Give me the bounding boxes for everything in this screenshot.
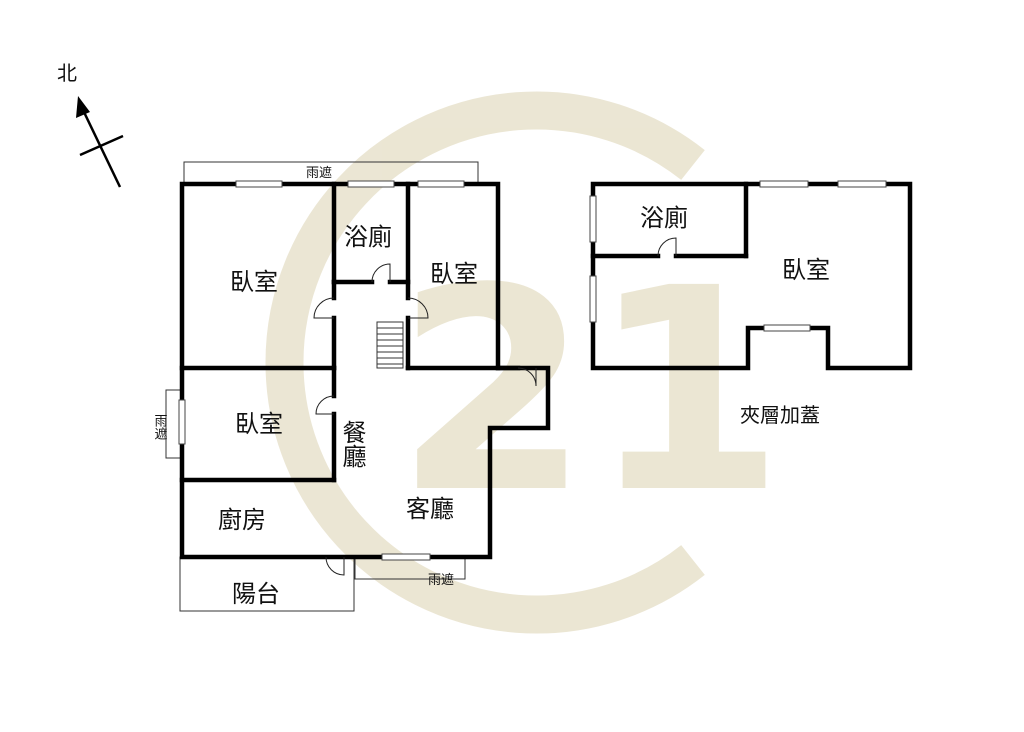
room-bedroom-n: 臥室: [430, 260, 478, 288]
room-kitchen: 廚房: [218, 506, 266, 534]
window: [235, 180, 283, 188]
window: [178, 399, 186, 445]
mezzanine-floor: 浴廁 臥室 夾層加蓋: [589, 180, 913, 427]
canopy-top-label: 雨遮: [306, 165, 332, 181]
canopy-left-label: 雨遮: [152, 414, 168, 440]
room-living: 客廳: [406, 495, 454, 523]
room-dining: 餐廳: [338, 420, 366, 468]
mezz-caption: 夾層加蓋: [740, 403, 820, 427]
window: [347, 180, 395, 188]
window: [763, 324, 811, 332]
door-swing: [313, 297, 335, 319]
door-swing: [325, 556, 345, 576]
main-outer-wall: [179, 181, 551, 560]
mezz-outer-wall: [590, 181, 913, 371]
window: [417, 180, 465, 188]
mezz-room-bathroom: 浴廁: [640, 204, 688, 232]
window: [837, 180, 887, 188]
room-balcony: 陽台: [232, 580, 280, 608]
room-bedroom-nw: 臥室: [230, 268, 278, 296]
door-swing: [657, 237, 677, 257]
main-floor: 雨遮 雨遮 雨遮 臥室 浴廁 臥室 臥室 餐廳 廚房 客廳 陽台: [152, 161, 551, 612]
window: [589, 195, 597, 243]
window: [589, 275, 597, 323]
door-swing: [407, 297, 429, 319]
door-swing: [371, 263, 391, 283]
compass-label: 北: [57, 61, 77, 85]
window: [759, 180, 809, 188]
mezz-room-bedroom: 臥室: [782, 256, 830, 284]
canopy-bottom-label: 雨遮: [428, 572, 454, 588]
door-swing: [315, 395, 335, 415]
room-bedroom-w: 臥室: [235, 410, 283, 438]
door-swing: [517, 367, 537, 387]
room-bathroom: 浴廁: [344, 223, 392, 251]
window: [381, 553, 431, 561]
staircase: [376, 321, 404, 369]
north-compass: 北: [57, 61, 124, 188]
